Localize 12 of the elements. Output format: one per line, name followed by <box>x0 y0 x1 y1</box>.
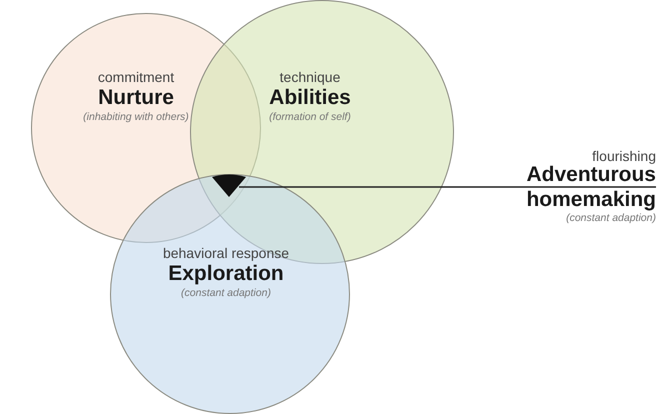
circle-title: Abilities <box>268 86 352 110</box>
circle-title: Exploration <box>167 262 285 286</box>
circle-caption: (constant adaption) <box>180 287 272 299</box>
subtitle-label: commitment <box>96 69 176 85</box>
subtitle-label: behavioral response <box>162 245 290 261</box>
outcome-caption: (constant adaption) <box>565 212 656 224</box>
outcome-title: Adventurous homemaking <box>525 163 656 212</box>
subtitle-label: technique <box>278 69 342 85</box>
circle-caption: (inhabiting with others) <box>82 111 190 123</box>
circle-title: Nurture <box>97 86 175 110</box>
subtitle-label: flourishing <box>591 148 656 164</box>
leader-line <box>239 186 656 188</box>
